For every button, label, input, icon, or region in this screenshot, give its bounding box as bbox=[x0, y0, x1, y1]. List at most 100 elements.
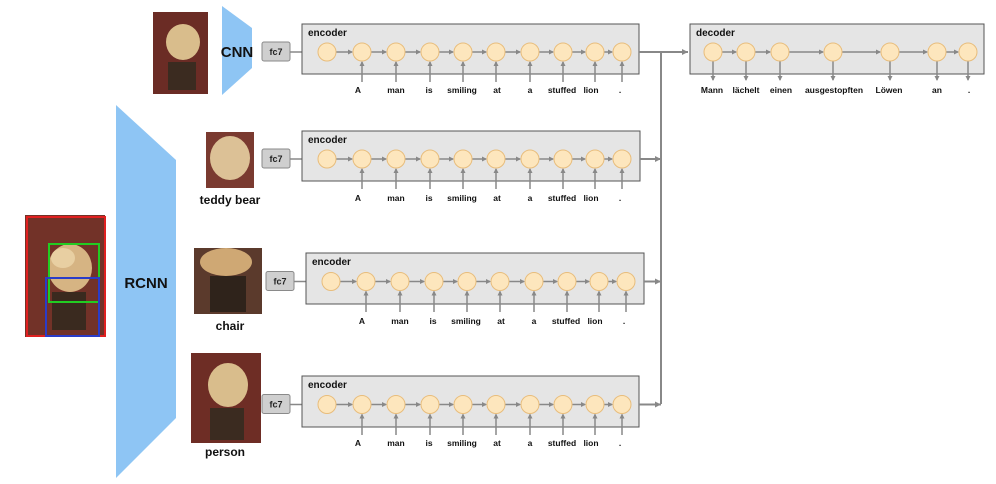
source-word: A bbox=[355, 193, 361, 203]
region-thumbnail-chair bbox=[194, 248, 262, 314]
encoder-node bbox=[612, 149, 632, 169]
source-word: stuffed bbox=[552, 316, 580, 326]
encoder-node bbox=[520, 42, 540, 62]
rcnn-network-shape bbox=[116, 105, 176, 478]
encoder-node bbox=[616, 272, 636, 291]
decoder-node bbox=[927, 42, 947, 62]
source-word: stuffed bbox=[548, 85, 576, 95]
encoder-node bbox=[457, 272, 477, 291]
encoder-node bbox=[612, 42, 632, 62]
decoder-node bbox=[958, 42, 978, 62]
encoder-node bbox=[317, 42, 337, 62]
source-word: a bbox=[528, 85, 533, 95]
encoder-node bbox=[420, 42, 440, 62]
global-image-thumbnail bbox=[153, 12, 208, 94]
source-word: man bbox=[391, 316, 408, 326]
encoder-node bbox=[520, 395, 540, 414]
encoder-node bbox=[553, 149, 573, 169]
source-word: at bbox=[497, 316, 505, 326]
target-word: ausgestopften bbox=[805, 85, 863, 95]
source-word: at bbox=[493, 438, 501, 448]
encoder-node bbox=[386, 149, 406, 169]
bbox-teddy-bear bbox=[48, 243, 100, 303]
source-word: smiling bbox=[447, 85, 477, 95]
source-word: . bbox=[619, 438, 621, 448]
rcnn-label: RCNN bbox=[124, 275, 167, 292]
fc7-label: fc7 bbox=[269, 400, 282, 410]
source-word: a bbox=[528, 193, 533, 203]
decoder-title: decoder bbox=[696, 28, 735, 39]
source-word: lion bbox=[583, 85, 598, 95]
encoder-node bbox=[352, 42, 372, 62]
encoder-node bbox=[352, 395, 372, 414]
target-word: Löwen bbox=[876, 85, 903, 95]
source-word: A bbox=[359, 316, 365, 326]
encoder-title: encoder bbox=[308, 380, 347, 391]
encoder-node bbox=[424, 272, 444, 291]
target-word: einen bbox=[770, 85, 792, 95]
cnn-label: CNN bbox=[221, 44, 254, 61]
source-word: stuffed bbox=[548, 438, 576, 448]
source-word: man bbox=[387, 85, 404, 95]
decoder-node bbox=[770, 42, 790, 62]
region-label-chair: chair bbox=[216, 319, 245, 333]
source-word: lion bbox=[583, 193, 598, 203]
region-thumbnail-person bbox=[191, 353, 261, 443]
source-word: at bbox=[493, 193, 501, 203]
encoder-node bbox=[490, 272, 510, 291]
source-word: a bbox=[528, 438, 533, 448]
encoder-node bbox=[453, 395, 473, 414]
source-word: is bbox=[425, 193, 432, 203]
encoder-title: encoder bbox=[308, 28, 347, 39]
encoder-node bbox=[553, 395, 573, 414]
region-thumbnail-teddy-bear bbox=[206, 132, 254, 188]
source-word: is bbox=[425, 438, 432, 448]
encoder-node bbox=[585, 395, 605, 414]
input-image bbox=[25, 215, 106, 337]
fc7-label: fc7 bbox=[269, 154, 282, 164]
encoder-node bbox=[420, 395, 440, 414]
source-word: smiling bbox=[447, 438, 477, 448]
decoder-node bbox=[736, 42, 756, 62]
encoder-node bbox=[420, 149, 440, 169]
encoder-node bbox=[557, 272, 577, 291]
encoder-node bbox=[585, 42, 605, 62]
source-word: A bbox=[355, 438, 361, 448]
encoder-node bbox=[589, 272, 609, 291]
encoder-title: encoder bbox=[308, 135, 347, 146]
fc7-label: fc7 bbox=[273, 277, 286, 287]
encoder-node bbox=[356, 272, 376, 291]
target-word: an bbox=[932, 85, 942, 95]
region-label-teddy-bear: teddy bear bbox=[200, 193, 261, 207]
source-word: at bbox=[493, 85, 501, 95]
encoder-node bbox=[486, 395, 506, 414]
source-word: A bbox=[355, 85, 361, 95]
encoder-node bbox=[390, 272, 410, 291]
encoder-node bbox=[612, 395, 632, 414]
decoder-node bbox=[703, 42, 723, 62]
encoder-node bbox=[486, 42, 506, 62]
encoder-node bbox=[453, 149, 473, 169]
encoder-node bbox=[585, 149, 605, 169]
encoder-node bbox=[321, 272, 341, 291]
source-word: lion bbox=[587, 316, 602, 326]
source-word: . bbox=[619, 193, 621, 203]
source-word: smiling bbox=[447, 193, 477, 203]
source-word: man bbox=[387, 193, 404, 203]
fc7-label: fc7 bbox=[269, 47, 282, 57]
target-word: . bbox=[968, 85, 970, 95]
bbox-chair bbox=[45, 277, 100, 337]
encoder-node bbox=[524, 272, 544, 291]
encoder-title: encoder bbox=[312, 257, 351, 268]
encoder-node bbox=[386, 42, 406, 62]
encoder-node bbox=[352, 149, 372, 169]
source-word: smiling bbox=[451, 316, 481, 326]
source-word: a bbox=[532, 316, 537, 326]
source-word: man bbox=[387, 438, 404, 448]
source-word: is bbox=[425, 85, 432, 95]
